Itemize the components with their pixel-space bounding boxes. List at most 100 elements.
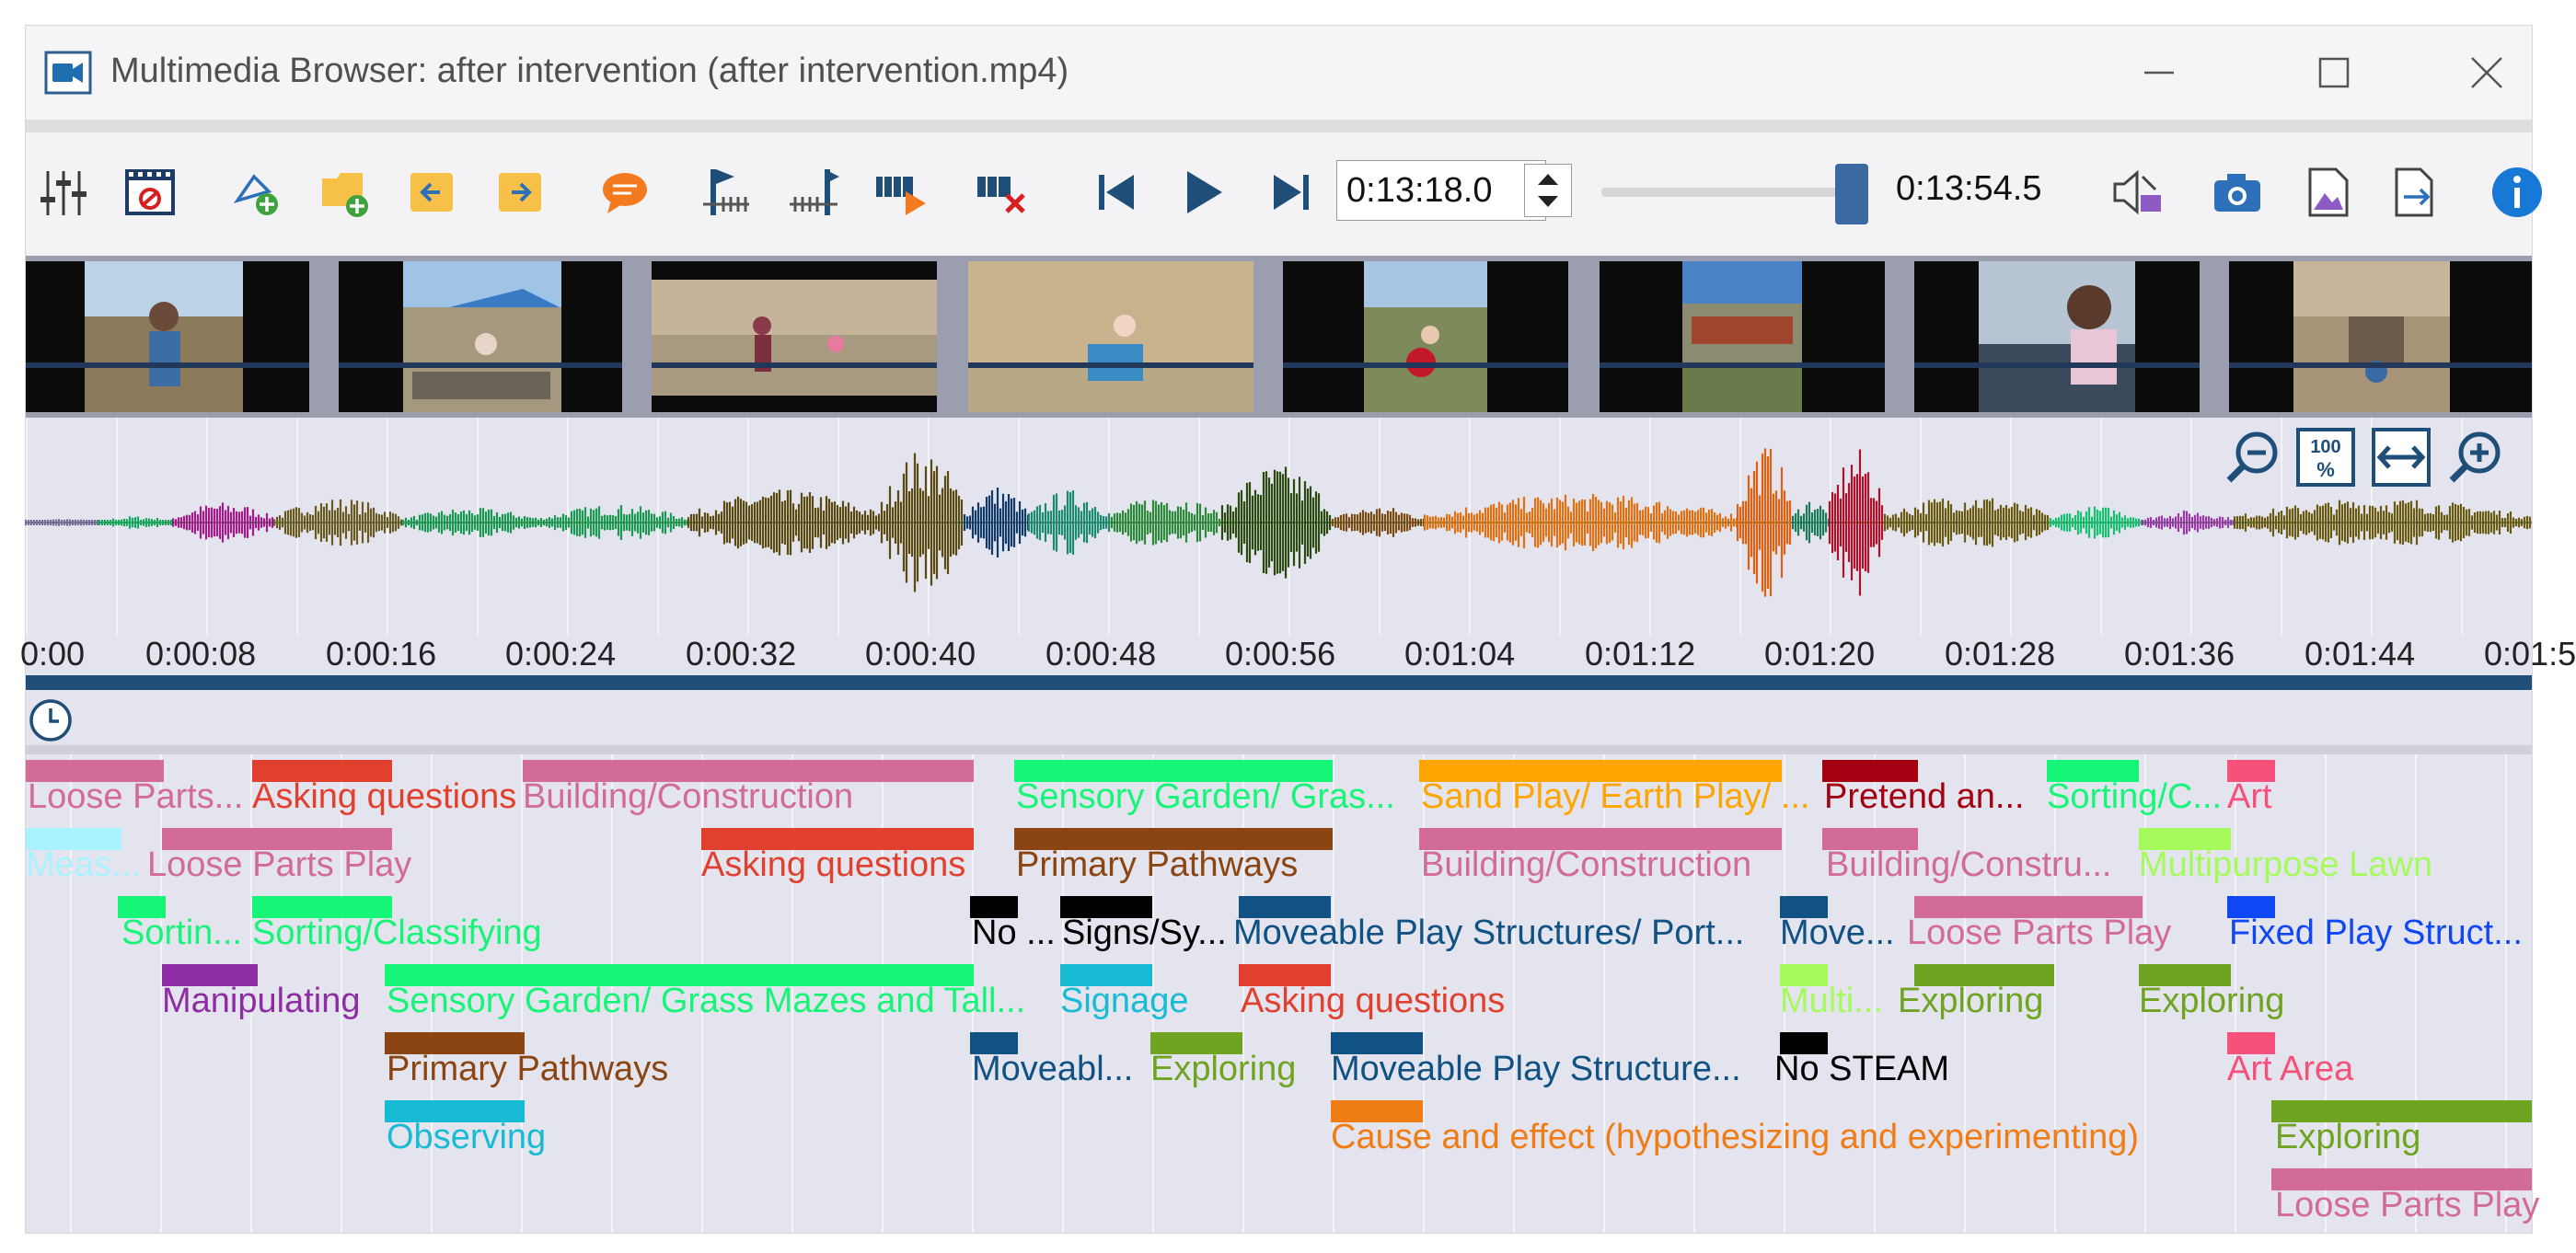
code-bar[interactable] — [26, 760, 164, 782]
code-bar[interactable] — [2227, 1032, 2275, 1054]
code-bar[interactable] — [1060, 896, 1152, 918]
play-icon[interactable] — [1174, 164, 1231, 221]
waveform-segment — [1027, 490, 1111, 555]
skip-previous-icon[interactable] — [1088, 164, 1145, 221]
current-time-input[interactable]: 0:13:18.0 — [1336, 160, 1546, 221]
code-bar[interactable] — [162, 964, 258, 986]
code-bar[interactable] — [701, 828, 974, 850]
add-code-icon[interactable] — [228, 164, 285, 221]
code-bar[interactable] — [2139, 964, 2231, 986]
code-bar[interactable] — [1150, 1032, 1242, 1054]
code-bar[interactable] — [1914, 896, 2143, 918]
time-ruler[interactable]: 0:00 0:00:08 0:00:16 0:00:24 0:00:32 0:0… — [20, 635, 2576, 675]
info-icon[interactable] — [2489, 164, 2546, 221]
tick-label: 0:00:16 — [326, 635, 437, 672]
add-file-icon[interactable] — [317, 164, 374, 221]
code-bar[interactable] — [1014, 828, 1333, 850]
code-bar[interactable] — [1239, 896, 1331, 918]
code-bar[interactable] — [1331, 1032, 1423, 1054]
zoom-out-icon[interactable] — [2222, 427, 2282, 488]
code-bar[interactable] — [2227, 760, 2275, 782]
fit-width-icon[interactable] — [2371, 427, 2432, 488]
image-icon[interactable] — [2299, 164, 2356, 221]
export-icon[interactable] — [2385, 164, 2443, 221]
video-frame-thumbnail[interactable] — [2229, 261, 2532, 412]
grid-line — [341, 754, 342, 1233]
zoom-in-icon[interactable] — [2444, 427, 2505, 488]
code-bar[interactable] — [26, 828, 121, 850]
code-bar[interactable] — [1822, 828, 1918, 850]
code-bar[interactable] — [970, 1032, 1018, 1054]
spin-down-icon[interactable] — [1538, 196, 1558, 207]
timeline-position-bar[interactable] — [26, 675, 2532, 690]
code-bar[interactable] — [1780, 964, 1828, 986]
minimize-icon[interactable] — [2135, 49, 2183, 97]
zoom-100-icon[interactable]: 100 % — [2295, 427, 2356, 488]
code-bar[interactable] — [1419, 760, 1782, 782]
code-bar[interactable] — [2271, 1168, 2532, 1190]
clock-icon[interactable] — [28, 697, 74, 743]
position-slider-thumb[interactable] — [1835, 164, 1868, 224]
toolbar: 0:13:18.0 0:13:54.5 — [26, 132, 2542, 256]
code-bar[interactable] — [1060, 964, 1152, 986]
film-reel-icon[interactable] — [121, 164, 179, 221]
video-frame-thumbnail[interactable] — [1283, 261, 1568, 412]
arrow-right-icon[interactable] — [491, 164, 549, 221]
clear-selection-icon[interactable] — [974, 164, 1031, 221]
grid-line — [791, 754, 793, 1233]
close-icon[interactable] — [2463, 49, 2511, 97]
grid-line — [2415, 754, 2417, 1233]
adjust-settings-icon[interactable] — [35, 164, 92, 221]
code-bar[interactable] — [2139, 828, 2231, 850]
video-frame-thumbnail[interactable] — [1914, 261, 2200, 412]
waveform-segment — [963, 488, 1030, 558]
video-frame-thumbnail[interactable] — [652, 261, 937, 412]
code-bar[interactable] — [118, 896, 166, 918]
video-thumbnail-strip[interactable] — [26, 256, 2532, 418]
arrow-left-icon[interactable] — [403, 164, 460, 221]
zoom-100-label: 100 — [2310, 437, 2340, 457]
position-slider-track[interactable] — [1601, 188, 1868, 197]
video-frame-thumbnail[interactable] — [26, 261, 309, 412]
skip-next-icon[interactable] — [1263, 164, 1320, 221]
video-frame-thumbnail[interactable] — [339, 261, 622, 412]
code-bar[interactable] — [162, 828, 392, 850]
code-bar[interactable] — [1780, 896, 1828, 918]
code-label: Building/Construction — [523, 777, 854, 816]
code-bar[interactable] — [1419, 828, 1782, 850]
grid-line — [431, 754, 433, 1233]
title-bar[interactable]: Multimedia Browser: after intervention (… — [26, 26, 2532, 120]
audio-waveform-area[interactable]: 100 % 0:00 0:00:08 0:00:16 0:00:24 0:00:… — [20, 418, 2576, 675]
play-selection-icon[interactable] — [872, 164, 930, 221]
mute-icon[interactable] — [2108, 164, 2165, 221]
mark-end-icon[interactable] — [786, 164, 843, 221]
code-tracks[interactable]: Loose Parts... Asking questions Building… — [26, 754, 2539, 1233]
spin-up-icon[interactable] — [1538, 174, 1558, 185]
code-label: Loose Parts Play — [1907, 914, 2172, 952]
code-bar[interactable] — [970, 896, 1018, 918]
code-bar[interactable] — [2047, 760, 2139, 782]
comment-icon[interactable] — [596, 164, 653, 221]
code-bar[interactable] — [1014, 760, 1333, 782]
video-frame-thumbnail[interactable] — [1600, 261, 1885, 412]
code-bar[interactable] — [1239, 964, 1331, 986]
code-bar[interactable] — [1822, 760, 1918, 782]
code-bar[interactable] — [252, 896, 392, 918]
code-label: Building/Construction — [1421, 845, 1752, 884]
code-bar[interactable] — [2271, 1100, 2532, 1122]
maximize-icon[interactable] — [2310, 49, 2358, 97]
code-bar[interactable] — [2227, 896, 2275, 918]
time-spinner[interactable] — [1524, 164, 1572, 217]
camera-icon[interactable] — [2209, 164, 2266, 221]
code-bar[interactable] — [1914, 964, 2054, 986]
code-bar[interactable] — [1331, 1100, 1423, 1122]
code-bar[interactable] — [1780, 1032, 1828, 1054]
mark-start-icon[interactable] — [698, 164, 755, 221]
code-bar[interactable] — [385, 1032, 525, 1054]
code-bar[interactable] — [523, 760, 974, 782]
waveform-segment — [1883, 498, 2050, 547]
code-bar[interactable] — [385, 1100, 525, 1122]
code-bar[interactable] — [385, 964, 974, 986]
video-frame-thumbnail[interactable] — [968, 261, 1253, 412]
code-bar[interactable] — [252, 760, 392, 782]
